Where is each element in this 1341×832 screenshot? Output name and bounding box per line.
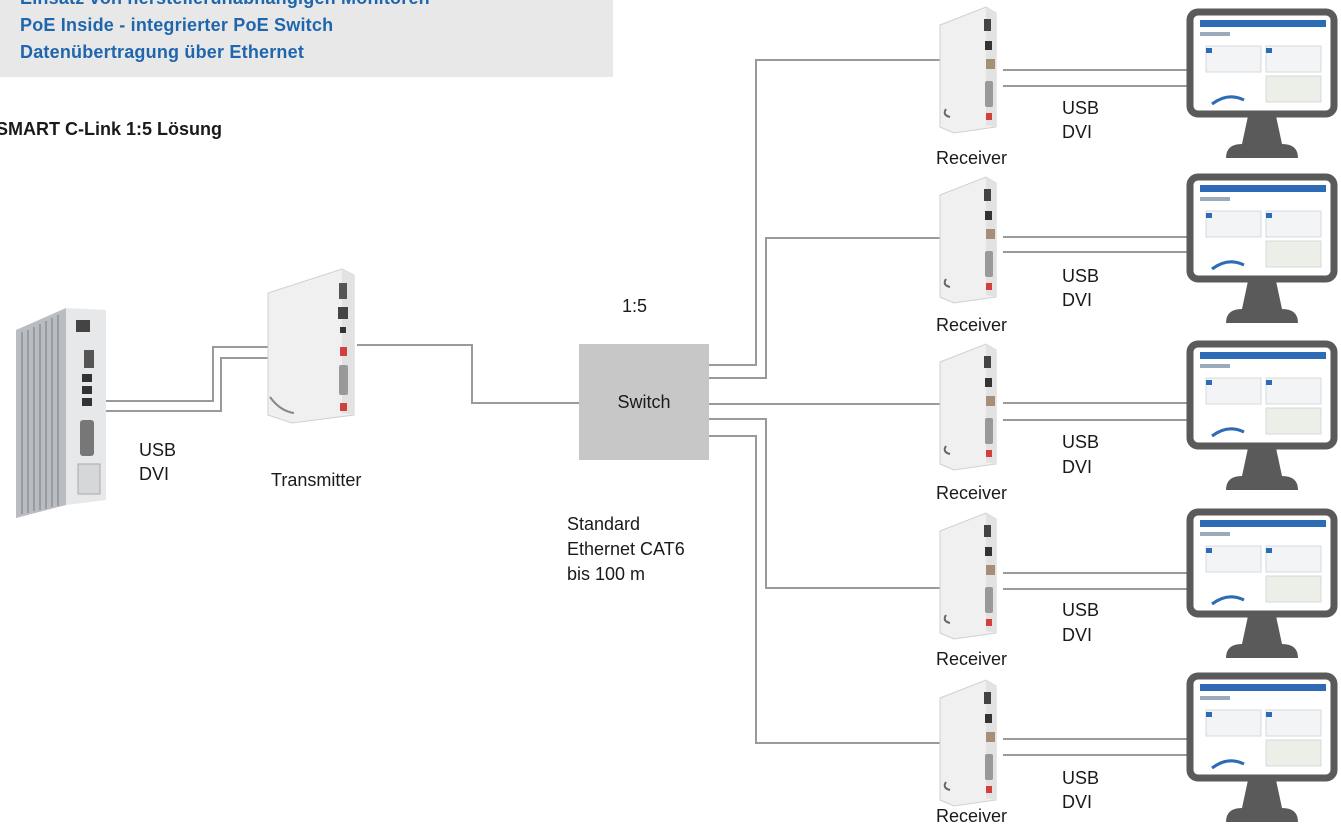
receiver-3-icon — [939, 343, 997, 471]
pc-dvi-label: DVI — [139, 464, 170, 484]
receiver-4-label: Receiver — [936, 649, 1008, 669]
monitor-1-icon — [1186, 8, 1338, 158]
transmitter-switch-wire — [357, 344, 579, 404]
receiver-2-icon — [939, 176, 997, 304]
diagram-heading: SMART C-Link 1:5 Lösung — [0, 119, 222, 139]
receiver-3-usb-label: USB — [1062, 432, 1100, 452]
network-switch: Switch — [579, 344, 709, 460]
switch-receiver-1-wire — [709, 59, 950, 366]
banner-line-1: Einsatz von herstellerunabhängigen Monit… — [20, 0, 430, 9]
transmitter-device-icon — [267, 268, 355, 424]
pc-usb-label: USB — [139, 440, 177, 460]
receiver-1-icon — [939, 6, 997, 134]
receiver-2-dvi-label: DVI — [1062, 290, 1093, 310]
receiver-5-dvi-label: DVI — [1062, 792, 1093, 812]
cable-line-2: Ethernet CAT6 — [567, 539, 685, 559]
pc-dvi-wire — [100, 357, 292, 412]
pc-usb-wire — [100, 346, 292, 402]
receiver-3-label: Receiver — [936, 483, 1008, 503]
receiver-5-label: Receiver — [936, 806, 1008, 826]
switch-receiver-4-wire — [709, 418, 950, 589]
receiver-4-dvi-label: DVI — [1062, 625, 1093, 645]
monitor-4-icon — [1186, 508, 1338, 658]
banner-line-2: PoE Inside - integrierter PoE Switch — [20, 15, 334, 35]
receiver-1-label: Receiver — [936, 148, 1008, 168]
feature-banner: Einsatz von herstellerunabhängigen Monit… — [0, 0, 613, 77]
receiver-3-dvi-label: DVI — [1062, 457, 1093, 477]
industrial-pc-icon — [16, 308, 106, 518]
receiver-4-usb-label: USB — [1062, 600, 1100, 620]
switch-ratio-label: 1:5 — [622, 296, 648, 316]
receiver-1-dvi-label: DVI — [1062, 122, 1093, 142]
receiver-2-usb-label: USB — [1062, 266, 1100, 286]
monitor-3-icon — [1186, 340, 1338, 490]
switch-label: Switch — [617, 391, 671, 412]
cable-line-1: Standard — [567, 514, 641, 534]
receiver-5-usb-label: USB — [1062, 768, 1100, 788]
cable-line-3: bis 100 m — [567, 564, 646, 584]
receiver-2-label: Receiver — [936, 315, 1008, 335]
switch-receiver-2-wire — [709, 237, 950, 379]
receiver-1-usb-label: USB — [1062, 98, 1100, 118]
receiver-4-icon — [939, 512, 997, 640]
banner-line-3: Datenübertragung über Ethernet — [20, 42, 305, 62]
switch-receiver-5-wire — [709, 435, 950, 744]
transmitter-label: Transmitter — [271, 470, 362, 490]
monitor-5-icon — [1186, 672, 1338, 822]
receiver-5-icon — [939, 679, 997, 807]
monitor-2-icon — [1186, 173, 1338, 323]
